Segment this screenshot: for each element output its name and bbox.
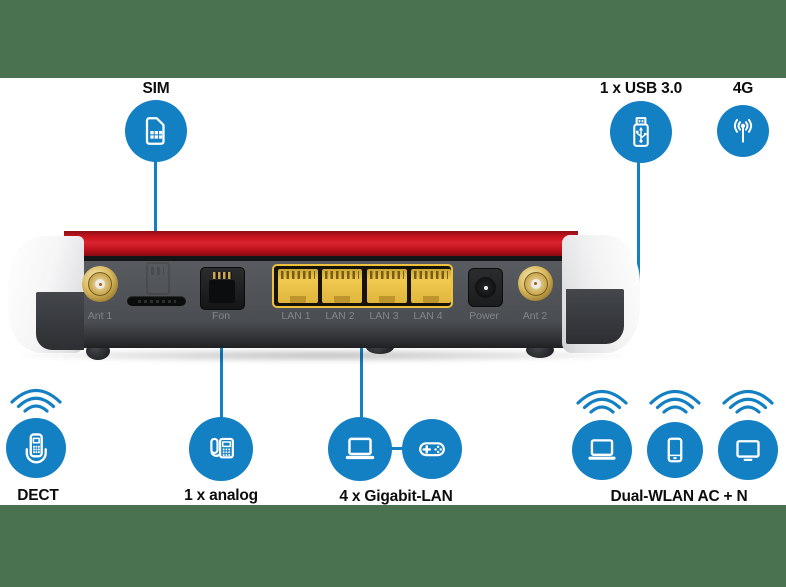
ant1-port-label: Ant 1: [87, 310, 113, 322]
ant2-ring: [523, 271, 548, 296]
gigabit-lan-label: 4 x Gigabit-LAN: [339, 488, 453, 505]
cellular-antenna-icon: [726, 114, 760, 148]
wlan-smartphone-bubble: [647, 422, 703, 478]
4g-label: 4G: [732, 80, 754, 97]
ant1-pin: [98, 282, 102, 286]
top-background-band: [0, 0, 786, 78]
dual-wlan-label: Dual-WLAN AC + N: [610, 488, 748, 505]
callout-line-fon: [220, 323, 223, 418]
lan3-pins: [369, 271, 404, 279]
sim-bubble: [125, 100, 187, 162]
laptop-icon: [338, 427, 382, 471]
dect-bubble: [6, 418, 66, 478]
wifi-waves-icon: [10, 388, 62, 413]
sim-card-icon: [138, 113, 174, 149]
lan4-port: [410, 269, 451, 303]
sim-emboss-grid: [151, 267, 164, 275]
lan3-port: [366, 269, 407, 303]
sim-slot-teeth: [138, 299, 176, 303]
fon-port-pins: [213, 272, 232, 279]
sim-label: SIM: [142, 80, 170, 97]
lan3-tab: [378, 296, 395, 303]
ant1-connector: [82, 266, 118, 302]
gigabit-laptop-bubble: [328, 417, 392, 481]
ant2-core: [530, 278, 541, 289]
ant2-port-label: Ant 2: [522, 310, 548, 322]
power-port: [468, 268, 503, 307]
sim-emboss-icon: [146, 262, 170, 295]
lan1-port: [278, 269, 318, 303]
usb-bubble: [610, 101, 672, 163]
lan2-pins: [325, 271, 360, 279]
cordless-phone-icon: [15, 427, 57, 469]
router-right-cap-panel: [566, 289, 624, 344]
dect-label: DECT: [17, 487, 59, 504]
lan4-tab: [422, 296, 439, 303]
desk-phone-icon: [200, 428, 242, 470]
lan1-tab: [290, 296, 306, 303]
analog-bubble: [189, 417, 253, 481]
callout-line-sim: [154, 161, 157, 262]
lan2-port: [322, 269, 363, 303]
wifi-waves-icon: [576, 389, 628, 414]
router-stripe-shadow: [64, 256, 578, 261]
lan4-pins: [413, 271, 448, 279]
fon-port-label: Fon: [211, 310, 231, 322]
lan3-port-label: LAN 3: [369, 310, 399, 322]
wifi-waves-icon: [649, 389, 701, 414]
ant1-ring: [88, 272, 112, 296]
ant1-core: [95, 279, 105, 289]
lan-port-block: [272, 264, 453, 308]
fon-port: [200, 267, 245, 310]
wlan-laptop-bubble: [572, 420, 632, 480]
router-shadow: [22, 349, 622, 362]
fon-port-recess: [209, 280, 235, 303]
smartphone-icon: [655, 430, 695, 470]
tv-icon: [727, 429, 769, 471]
4g-bubble: [717, 105, 769, 157]
callout-line-lan: [360, 320, 363, 418]
ant2-pin: [534, 282, 537, 285]
lan4-port-label: LAN 4: [413, 310, 443, 322]
router-red-stripe: [64, 231, 578, 257]
ant2-connector: [518, 266, 553, 301]
bottom-background-band: [0, 505, 786, 587]
wlan-tv-bubble: [718, 420, 778, 480]
wifi-waves-icon: [722, 389, 774, 414]
usb-stick-icon: [622, 113, 660, 151]
sim-slot: [127, 296, 186, 306]
laptop-icon: [581, 429, 623, 471]
lan2-port-label: LAN 2: [325, 310, 355, 322]
gigabit-gamepad-bubble: [402, 419, 462, 479]
power-port-hole: [475, 277, 496, 298]
lan1-pins: [281, 271, 315, 279]
lan2-tab: [334, 296, 351, 303]
power-port-label: Power: [469, 310, 499, 322]
router-left-cap-panel: [36, 292, 84, 350]
gigabit-link-line: [390, 447, 404, 450]
analog-label: 1 x analog: [184, 487, 258, 504]
gamepad-icon: [411, 428, 453, 470]
usb-label: 1 x USB 3.0: [599, 80, 683, 97]
lan1-port-label: LAN 1: [281, 310, 311, 322]
power-port-pin: [483, 285, 488, 290]
